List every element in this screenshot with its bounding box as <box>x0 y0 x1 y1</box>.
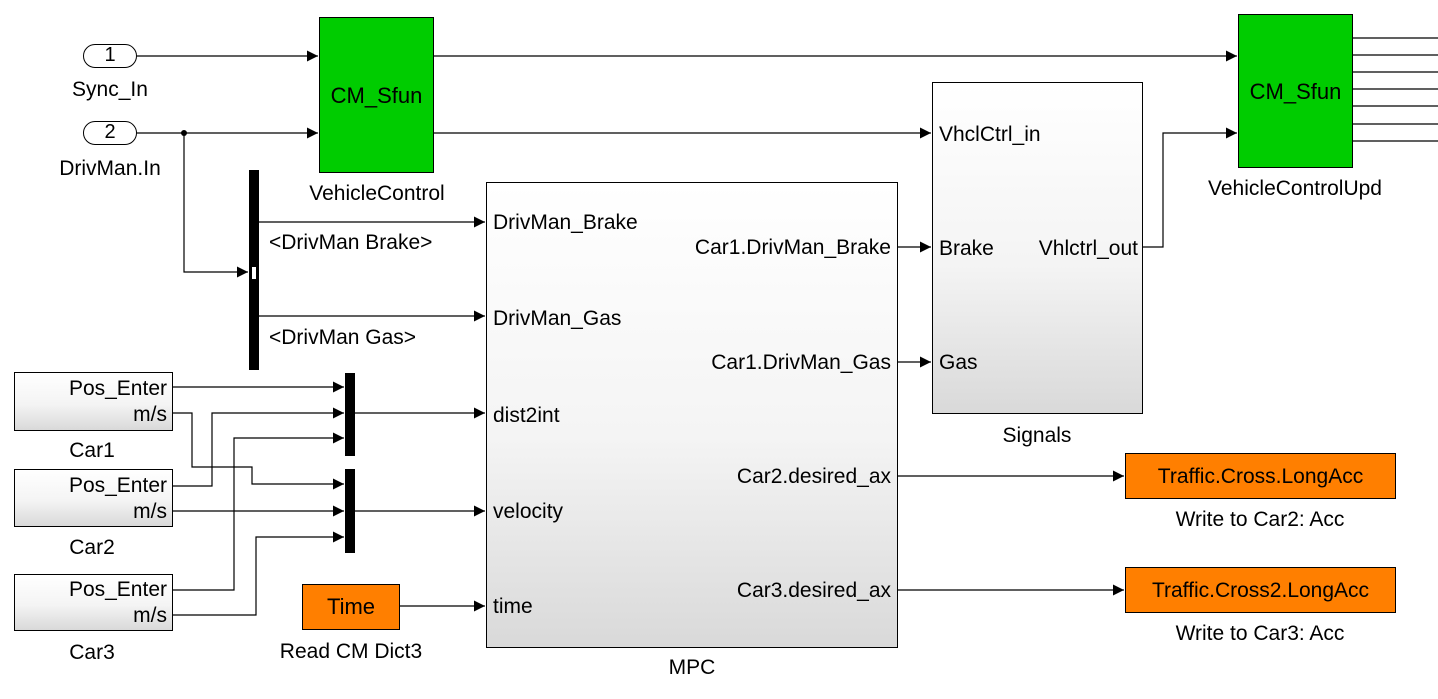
inport-1[interactable]: 1 <box>83 44 137 68</box>
car3-out-pos: Pos_Enter <box>68 578 167 601</box>
line-car3-vel-to-mux2 <box>173 531 344 616</box>
mpc-in-dist2int: dist2int <box>493 404 560 427</box>
bus-selector-out-brake: <DrivMan Brake> <box>269 231 433 254</box>
car2-out-pos: Pos_Enter <box>68 474 167 497</box>
line-car1-vel-to-mux2 <box>173 412 344 490</box>
write-car2-text: Traffic.Cross.LongAcc <box>1157 465 1364 488</box>
car1-label: Car1 <box>69 439 115 462</box>
line-car2-pos-to-mux1 <box>173 407 344 487</box>
write-car3-label: Write to Car3: Acc <box>1175 622 1345 645</box>
bus-selector-port-mark <box>251 266 257 280</box>
mpc-block[interactable]: DrivMan_Brake DrivMan_Gas dist2int veloc… <box>486 182 898 648</box>
car2-block[interactable]: Pos_Enter m/s <box>14 469 173 527</box>
signals-block[interactable]: VhclCtrl_in Brake Gas Vhlctrl_out <box>932 82 1143 414</box>
line-signals-to-vcupd <box>1143 127 1237 248</box>
inport-1-number: 1 <box>104 44 116 66</box>
write-car3-block[interactable]: Traffic.Cross2.LongAcc <box>1125 567 1396 613</box>
car2-label: Car2 <box>69 536 115 559</box>
mpc-in-drivman-brake: DrivMan_Brake <box>493 211 638 234</box>
mpc-out-car3-ax: Car3.desired_ax <box>736 579 891 602</box>
car1-block[interactable]: Pos_Enter m/s <box>14 372 173 431</box>
mpc-out-car1-gas: Car1.DrivMan_Gas <box>711 351 891 374</box>
inport-2[interactable]: 2 <box>83 121 137 145</box>
vehicle-control-label: VehicleControl <box>309 182 445 205</box>
car3-label: Car3 <box>69 641 115 664</box>
write-car3-text: Traffic.Cross2.LongAcc <box>1151 579 1370 602</box>
signals-in-gas: Gas <box>939 351 978 374</box>
mux-position[interactable] <box>345 373 355 456</box>
write-car2-label: Write to Car2: Acc <box>1175 508 1345 531</box>
signals-out-vhlctrl: Vhlctrl_out <box>1038 237 1138 260</box>
time-block-text: Time <box>326 594 376 619</box>
branch-point <box>181 130 187 136</box>
mpc-label: MPC <box>668 656 716 679</box>
car1-out-pos: Pos_Enter <box>68 377 167 400</box>
signals-in-vhclctrl: VhclCtrl_in <box>939 123 1041 146</box>
signals-in-brake: Brake <box>939 237 994 260</box>
vehicle-control-block[interactable]: CM_Sfun <box>319 17 434 173</box>
car3-out-vel: m/s <box>133 604 167 627</box>
inport-2-label: DrivMan.In <box>59 157 161 180</box>
mpc-in-time: time <box>493 595 533 618</box>
car1-out-vel: m/s <box>133 403 167 426</box>
vehicle-control-upd-text: CM_Sfun <box>1249 79 1342 104</box>
bus-selector-out-gas: <DrivMan Gas> <box>269 326 417 349</box>
inport-2-number: 2 <box>104 121 116 143</box>
vehicle-control-upd-block[interactable]: CM_Sfun <box>1238 14 1353 168</box>
time-block[interactable]: Time <box>302 584 400 630</box>
vehicle-control-upd-label: VehicleControlUpd <box>1208 177 1382 200</box>
time-block-label: Read CM Dict3 <box>279 640 423 663</box>
mux-velocity[interactable] <box>345 469 355 553</box>
mpc-in-drivman-gas: DrivMan_Gas <box>493 307 622 330</box>
car3-block[interactable]: Pos_Enter m/s <box>14 574 173 631</box>
inport-1-label: Sync_In <box>72 78 148 101</box>
line-drivman-to-busselector <box>183 133 248 278</box>
car2-out-vel: m/s <box>133 500 167 523</box>
signals-label: Signals <box>1002 424 1072 447</box>
write-car2-block[interactable]: Traffic.Cross.LongAcc <box>1125 453 1396 499</box>
mpc-out-car1-brake: Car1.DrivMan_Brake <box>694 236 891 259</box>
line-car3-pos-to-mux1 <box>173 432 344 591</box>
mpc-in-velocity: velocity <box>493 500 564 523</box>
vehicle-control-text: CM_Sfun <box>330 83 423 108</box>
mpc-out-car2-ax: Car2.desired_ax <box>736 465 891 488</box>
